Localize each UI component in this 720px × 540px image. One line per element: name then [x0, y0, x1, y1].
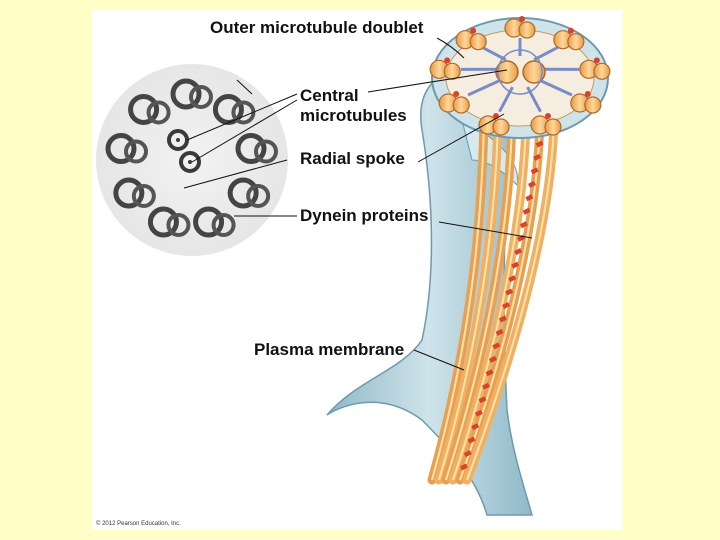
label-dynein-proteins: Dynein proteins: [300, 206, 429, 225]
doublet-tubule-b: [584, 96, 602, 114]
doublet-tubule-b: [469, 33, 487, 51]
dynein-head: [544, 112, 551, 119]
micrograph-doublet: [147, 206, 179, 238]
microtubule-highlight: [445, 119, 513, 481]
doublet-tubule-b: [593, 62, 611, 80]
dynein-arm: [505, 288, 514, 296]
micrograph-doublet: [193, 206, 225, 238]
dynein-arm: [488, 355, 497, 363]
axoneme-cross-section: [429, 16, 611, 139]
micrograph-doublet-partner: [189, 85, 213, 109]
dynein-arm: [492, 342, 501, 350]
dynein-arm: [508, 275, 517, 283]
doublet-tubule-b: [567, 33, 585, 51]
dynein-arm: [519, 221, 528, 229]
doublet-tubule-b: [443, 62, 461, 80]
micrograph-doublet-partner: [211, 213, 236, 238]
label-plasma-membrane: Plasma membrane: [254, 340, 405, 359]
micrograph-doublet-rings: [105, 78, 278, 238]
micrograph-doublet-partner: [246, 184, 271, 208]
doublet-tubule-b: [518, 21, 536, 39]
dynein-head: [453, 91, 460, 97]
dynein-arm: [478, 396, 487, 404]
dynein-arm: [482, 382, 491, 390]
dynein-arm: [498, 315, 507, 323]
label-outer-microtubule-doublet: Outer microtubule doublet: [210, 18, 424, 37]
radial-spoke: [533, 45, 560, 62]
leader-lines: [183, 37, 533, 371]
dynein-arm: [467, 436, 476, 444]
dynein-head: [444, 57, 451, 64]
dynein-arm: [535, 140, 544, 148]
micrograph-doublet-partner: [124, 139, 149, 164]
copyright-notice: © 2012 Pearson Education, Inc.: [96, 521, 181, 527]
radial-spoke: [480, 45, 507, 62]
dynein-head: [584, 91, 591, 97]
radial-spoke: [538, 78, 573, 97]
dynein-arm: [502, 302, 510, 309]
dynein-arm: [511, 261, 520, 269]
dynein-head: [567, 27, 574, 34]
dynein-arm: [459, 463, 468, 471]
micrograph-doublet-partner: [131, 184, 156, 208]
microtubule-highlight: [431, 119, 485, 481]
dynein-arm: [514, 248, 523, 256]
micrograph-doublet-partner: [166, 213, 191, 238]
outer-doublets: [429, 16, 611, 136]
micrograph-doublet: [227, 177, 259, 209]
dynein-arm: [525, 194, 534, 202]
dynein-arm: [533, 153, 542, 161]
microtubule-highlight: [466, 119, 555, 481]
micrograph-doublet-partner: [253, 139, 278, 164]
dynein-head: [470, 27, 477, 34]
central-microtubules-pair: [495, 49, 546, 95]
dynein-head: [593, 57, 600, 64]
dynein-head: [519, 16, 525, 22]
electron-micrograph: [96, 64, 288, 256]
microtubule-highlight: [452, 119, 527, 481]
label-microtubules: microtubules: [300, 106, 407, 125]
doublet-tubule-b: [492, 118, 510, 136]
microtubule-highlight: [438, 119, 499, 481]
micrograph-doublet: [113, 177, 145, 209]
micrograph-doublet: [235, 133, 267, 165]
figure-panel: Outer microtubule doublet Central microt…: [92, 10, 622, 530]
micrograph-doublet: [105, 133, 137, 165]
label-radial-spoke: Radial spoke: [300, 149, 405, 168]
radial-spoke: [467, 78, 502, 97]
cilium-cross-section-figure: [96, 16, 611, 516]
doublet-tubule-b: [452, 96, 470, 114]
micrograph-doublet: [128, 93, 160, 125]
dynein-arm: [522, 207, 531, 215]
label-central: Central: [300, 86, 359, 105]
cilium-illustration: [326, 16, 611, 516]
micrograph-doublet-partner: [146, 100, 171, 125]
micrograph-doublet: [170, 78, 202, 110]
dynein-arm: [474, 409, 483, 417]
dynein-arm: [495, 328, 504, 336]
dynein-arm: [471, 423, 480, 431]
dynein-arm: [530, 167, 539, 175]
dynein-arm: [485, 369, 494, 377]
dynein-arm: [527, 180, 536, 188]
doublet-tubule-b: [544, 118, 562, 136]
dynein-arm: [463, 450, 472, 458]
